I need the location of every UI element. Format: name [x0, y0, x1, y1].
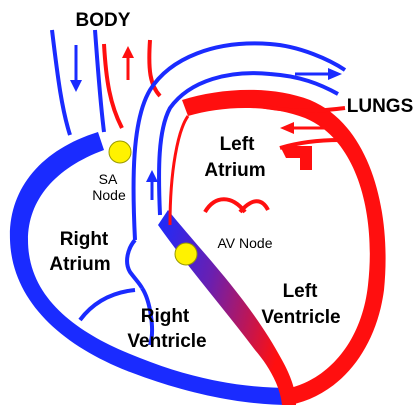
body-label: BODY: [76, 10, 131, 31]
aorta: [104, 40, 160, 128]
right-atrium-label-line2: Atrium: [49, 254, 110, 275]
lungs-label: LUNGS: [347, 96, 414, 117]
right-atrium-label-line1: Right: [60, 229, 109, 250]
arrow-icon: [146, 170, 158, 200]
left-atrium-label-line1: Left: [220, 134, 256, 155]
sa-node-label-line2: Node: [92, 187, 126, 203]
left-ventricle-label-line2: Ventricle: [261, 307, 340, 328]
right-ventricle-label-line1: Right: [141, 306, 190, 327]
arrow-icon: [70, 45, 82, 92]
left-heart-wall: [182, 90, 386, 405]
pulmonary-vein-stub: [280, 146, 312, 170]
av-node-marker: [175, 243, 197, 265]
sa-node-marker: [109, 141, 131, 163]
sa-node-label-line1: SA: [99, 171, 118, 187]
av-node-label: AV Node: [218, 235, 273, 251]
left-atrium-label-line2: Atrium: [204, 160, 265, 181]
tricuspid-valve: [127, 240, 142, 288]
left-atrium-boundary: [170, 116, 188, 225]
arrow-icon: [122, 46, 134, 80]
mitral-valve: [205, 199, 268, 212]
right-ventricle-label-line2: Ventricle: [127, 331, 206, 352]
left-ventricle-label-line1: Left: [283, 281, 319, 302]
